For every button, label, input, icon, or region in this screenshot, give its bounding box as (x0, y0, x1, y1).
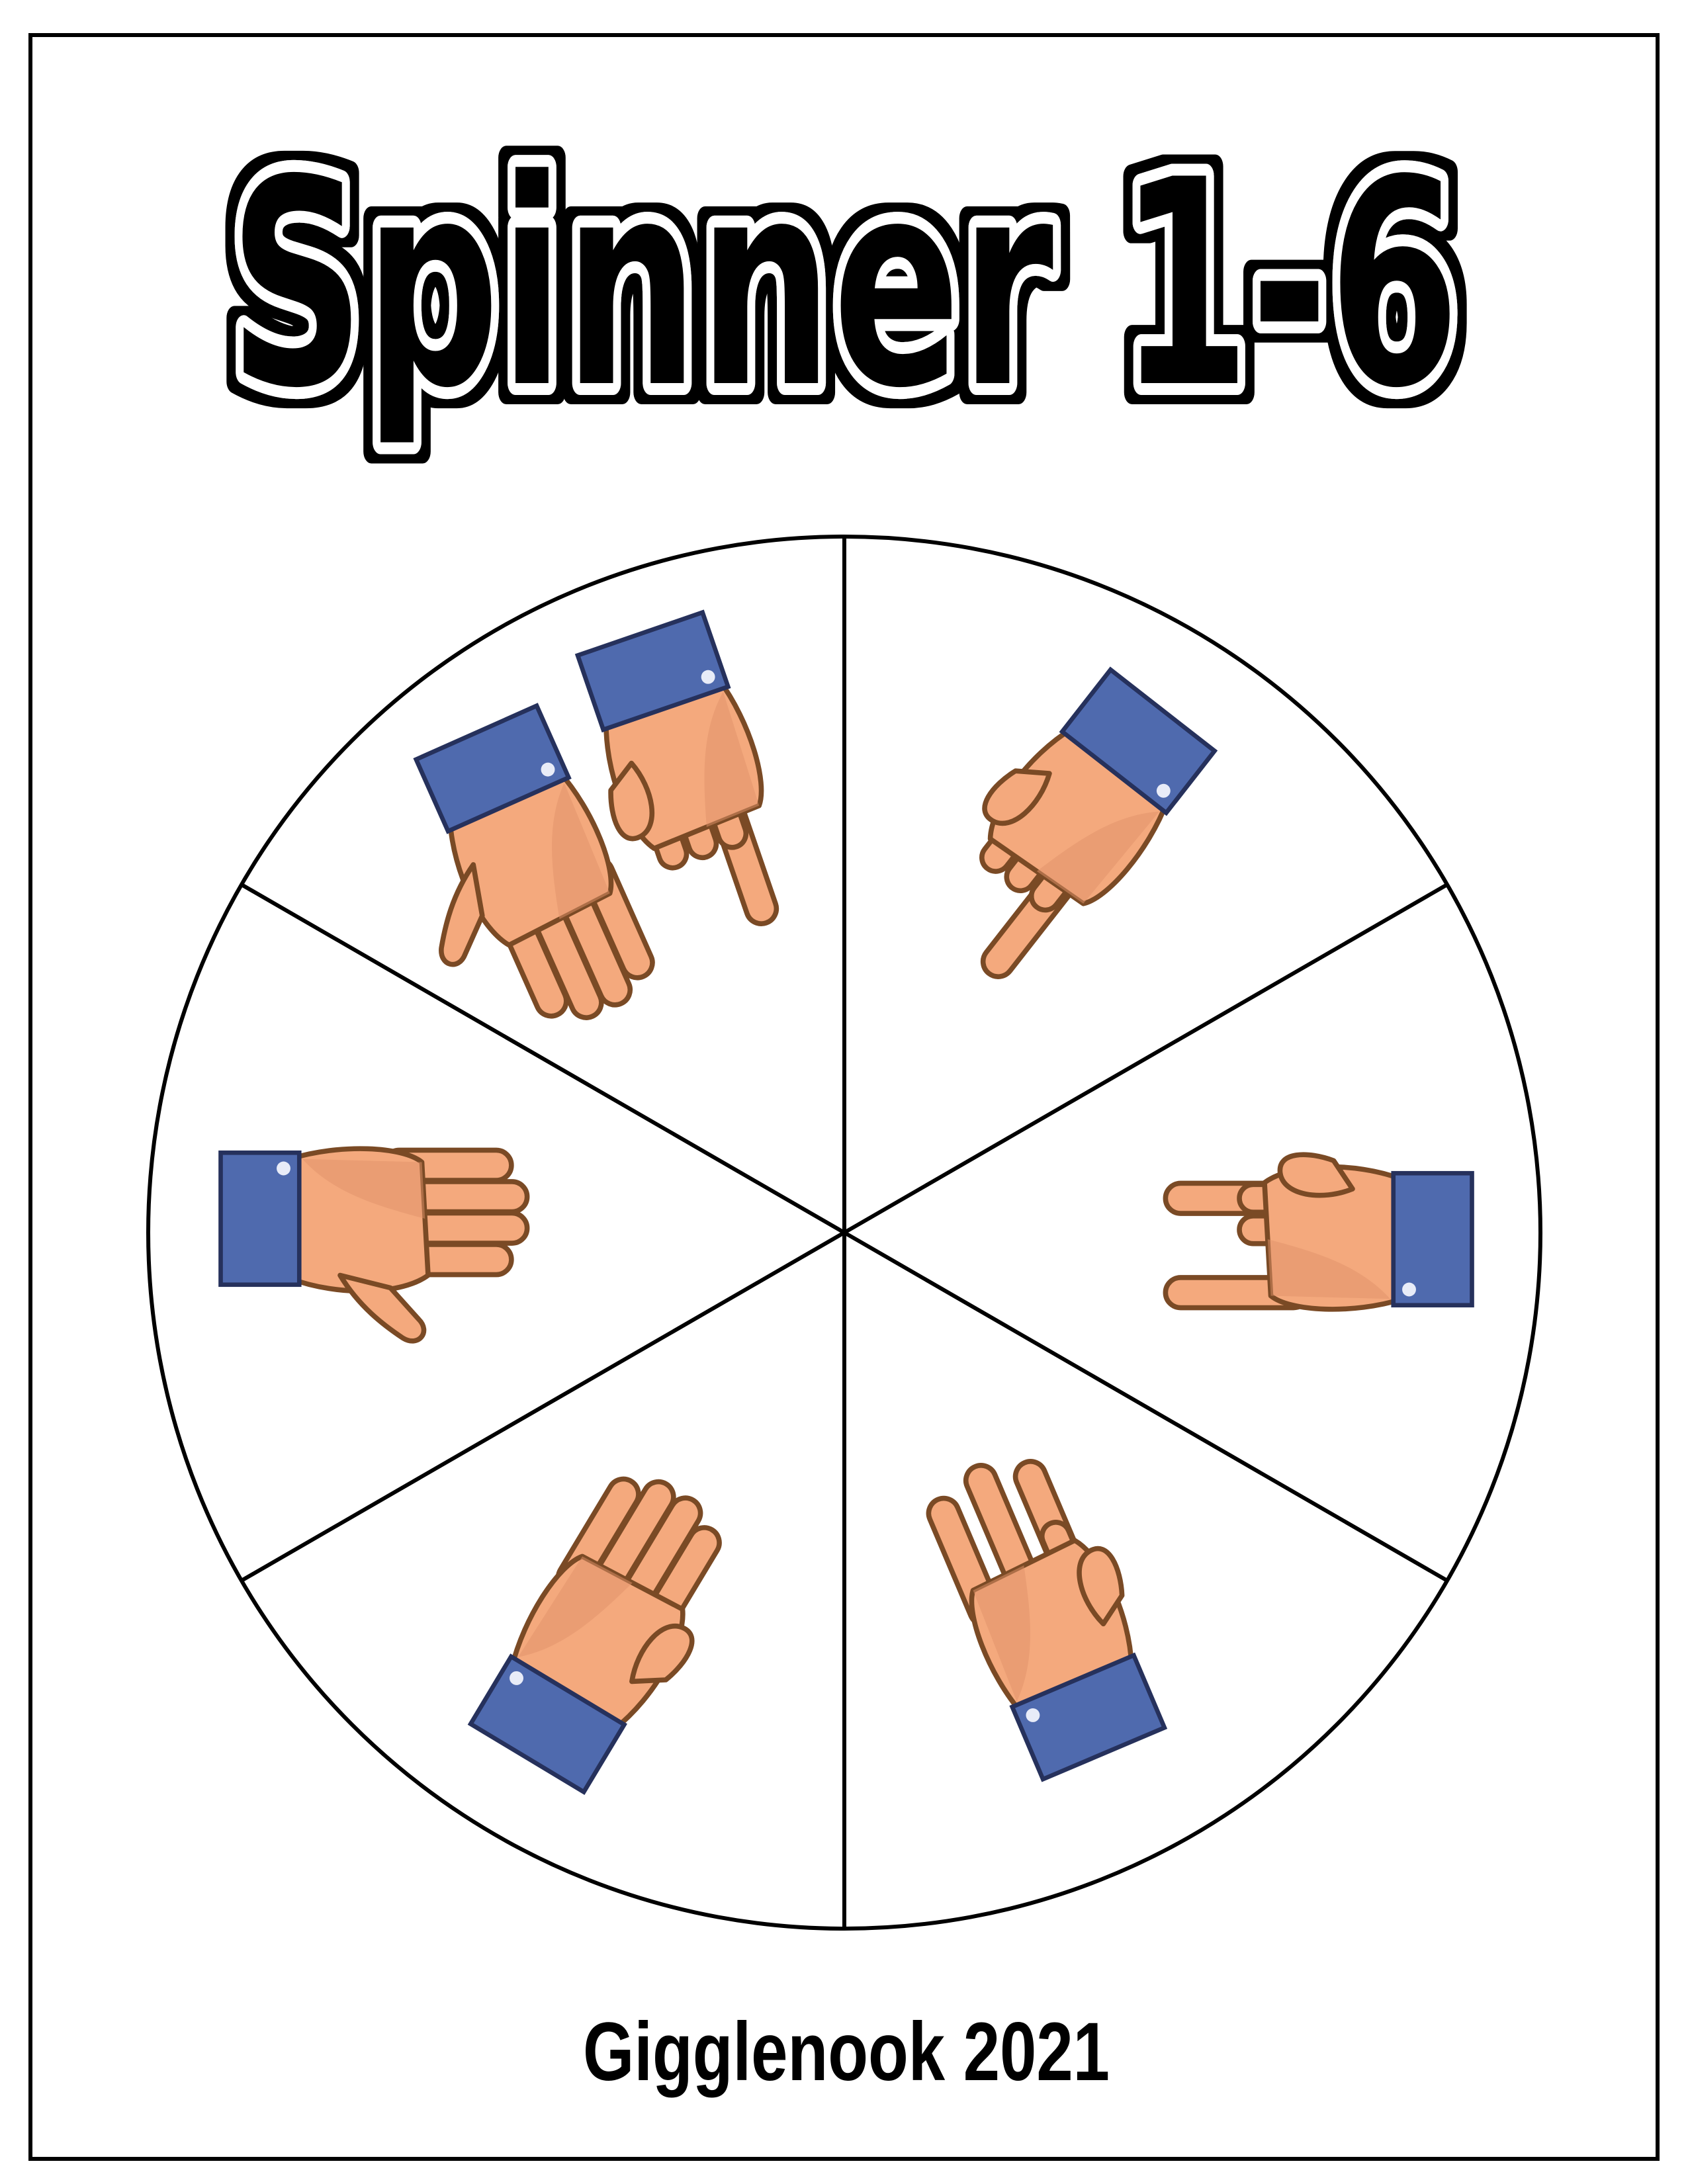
spinner-segment-6 (413, 609, 779, 1020)
spinner-wheel (146, 535, 1542, 1931)
thumb (608, 760, 655, 842)
sleeve-cuff (413, 703, 572, 834)
thumb (1277, 1152, 1355, 1198)
thumb (982, 768, 1052, 826)
thumb (1077, 1546, 1125, 1627)
spinner-segment-4 (467, 1476, 722, 1795)
hand-5-fingers (413, 703, 655, 1020)
spinner-segment-1 (979, 666, 1218, 979)
hand-1-fingers (979, 666, 1218, 979)
thumb (439, 862, 485, 967)
thumb (629, 1624, 695, 1684)
palm-shadow (302, 1158, 425, 1219)
palm-shadow (973, 1565, 1030, 1702)
hand-1-fingers (574, 609, 779, 926)
cuff-button (1026, 1708, 1040, 1722)
cuff-button (277, 1161, 290, 1176)
cuff-button (510, 1671, 523, 1685)
cuff-button (701, 670, 715, 684)
page-title: Spinner 1-6 (229, 120, 1460, 451)
spinner-segment-3 (926, 1459, 1168, 1782)
hand-3-fingers (926, 1459, 1168, 1782)
footer-credit: Gigglenook 2021 (583, 2006, 1110, 2098)
cuff-button (541, 762, 555, 777)
thumb (337, 1272, 427, 1344)
cuff-button (1156, 783, 1171, 798)
hand-5-fingers (218, 1146, 530, 1344)
hand-4-fingers (467, 1476, 722, 1795)
sleeve-cuff (1059, 666, 1218, 816)
sleeve-cuff (467, 1653, 627, 1795)
palm-shadow (552, 783, 610, 920)
palm-shadow (1267, 1239, 1390, 1299)
palm-shadow (704, 691, 760, 828)
palm-shadow (517, 1556, 633, 1657)
cuff-button (1402, 1282, 1416, 1297)
sleeve-cuff (1009, 1652, 1168, 1782)
palm-shadow (1036, 811, 1160, 904)
spinner-segment-5 (218, 1146, 530, 1344)
segment-divider (240, 883, 1448, 1583)
sleeve-cuff (574, 609, 731, 733)
